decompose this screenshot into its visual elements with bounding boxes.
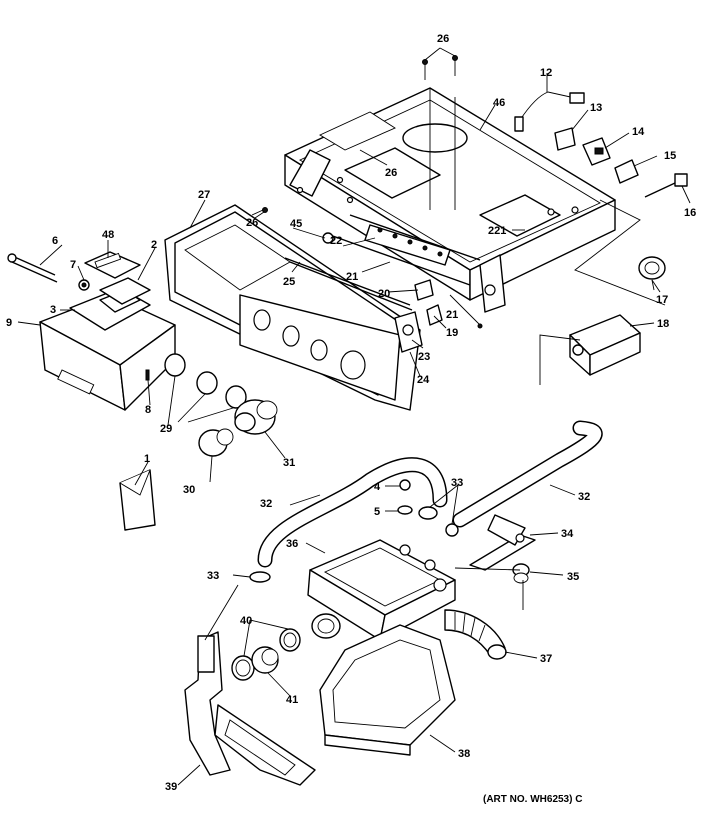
leader-lines (17, 73, 691, 786)
callout-41: 41 (286, 694, 298, 706)
knob-29a (164, 353, 186, 377)
callout-16: 16 (684, 207, 696, 219)
callout-14: 14 (632, 126, 645, 138)
callout-29: 29 (160, 423, 172, 435)
coupler-41 (251, 646, 279, 674)
seal-40 (231, 628, 301, 681)
callout-1: 1 (144, 453, 150, 465)
valve-35 (512, 563, 530, 584)
callout-48: 48 (102, 229, 114, 241)
callout-20: 20 (378, 288, 390, 300)
callout-21b: 21 (446, 309, 458, 321)
callout-33a: 33 (207, 570, 219, 582)
callout-18: 18 (657, 318, 669, 330)
valve-18 (569, 314, 641, 376)
dispenser-lid-2 (99, 277, 151, 305)
callout-5: 5 (374, 506, 380, 518)
dispenser-drawer-9 (39, 294, 176, 411)
callout-26a: 26 (437, 33, 449, 45)
callout-22: 22 (330, 235, 342, 247)
callout-27: 27 (198, 189, 210, 201)
pump-housing-36 (307, 539, 456, 641)
outlet-36b (311, 613, 341, 639)
terminal-15 (614, 159, 639, 184)
knob-31 (234, 399, 278, 435)
part-4 (399, 479, 411, 491)
callout-2: 2 (151, 239, 157, 251)
callout-21a: 21 (346, 271, 358, 283)
callout-32a: 32 (260, 498, 272, 510)
callout-19: 19 (446, 327, 458, 339)
callout-labels: 1 2 3 4 5 6 7 8 9 12 13 14 15 16 17 18 1… (6, 33, 696, 805)
callout-46: 46 (493, 97, 505, 109)
connector-13 (554, 127, 576, 151)
callout-26b: 26 (385, 167, 397, 179)
knob-45 (322, 232, 334, 244)
clamp-33c (445, 523, 459, 537)
hinge-6 (7, 253, 58, 283)
screw-20 (414, 279, 434, 301)
callout-24: 24 (417, 374, 430, 386)
art-number: (ART NO. WH6253) C (483, 794, 582, 805)
knob-29b (196, 371, 218, 395)
callout-9: 9 (6, 317, 12, 329)
callout-45: 45 (290, 218, 302, 230)
callout-39: 39 (165, 781, 177, 793)
spring-7 (78, 279, 90, 291)
screw-8 (145, 369, 150, 381)
callout-25: 25 (283, 276, 295, 288)
callout-7: 7 (70, 259, 76, 271)
callout-32b: 32 (578, 491, 590, 503)
motor-17 (638, 256, 666, 293)
callout-36: 36 (286, 538, 298, 550)
switch-14 (582, 137, 611, 166)
callout-40: 40 (240, 615, 252, 627)
callout-8: 8 (145, 404, 151, 416)
callout-33b: 33 (451, 477, 463, 489)
screws-26 (254, 47, 458, 219)
callout-4: 4 (374, 481, 381, 493)
clamp-33a (249, 571, 271, 583)
wire-harness-12 (514, 91, 585, 132)
bracket-34 (469, 514, 536, 571)
clamp-33b (418, 506, 438, 520)
callout-12: 12 (540, 67, 552, 79)
callout-17: 17 (656, 294, 668, 306)
control-panel-27 (164, 204, 421, 411)
callout-13: 13 (590, 102, 602, 114)
callout-31: 31 (283, 457, 295, 469)
sensor-16 (644, 173, 688, 198)
hose-32-left (257, 457, 448, 568)
part-5 (397, 505, 413, 515)
knob-29c (225, 385, 247, 409)
callout-221: 221 (488, 225, 506, 237)
duct-39 (184, 631, 316, 786)
callout-23: 23 (418, 351, 430, 363)
hose-32-right (452, 420, 603, 528)
callout-3: 3 (50, 304, 56, 316)
siphon-48 (84, 251, 141, 279)
instruction-sheet-1 (119, 469, 156, 531)
callout-34: 34 (561, 528, 574, 540)
callout-37: 37 (540, 653, 552, 665)
callout-35: 35 (567, 571, 579, 583)
callout-6: 6 (52, 235, 58, 247)
callout-26c: 26 (246, 217, 258, 229)
bellows-37 (444, 609, 507, 660)
callout-15: 15 (664, 150, 676, 162)
callout-38: 38 (458, 748, 470, 760)
callout-30: 30 (183, 484, 195, 496)
base-tub-38 (319, 624, 456, 756)
knob-30 (198, 428, 234, 457)
